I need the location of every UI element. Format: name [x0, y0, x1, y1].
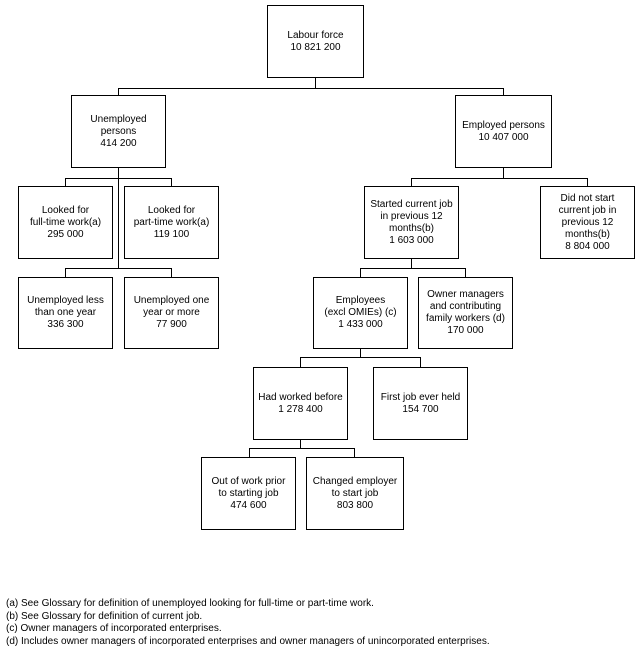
node-label: Looked for — [41, 204, 90, 216]
node-out-of-work-prior: Out of work prior to starting job 474 60… — [201, 457, 296, 530]
footnote-d: (d) Includes owner managers of incorpora… — [6, 635, 490, 647]
node-looked-for-part-time: Looked for part-time work(a) 119 100 — [124, 186, 219, 259]
node-label: previous 12 — [561, 216, 614, 228]
node-label: months(b) — [564, 228, 610, 240]
node-label: full-time work(a) — [29, 216, 102, 228]
node-value: 10 407 000 — [478, 131, 529, 143]
node-value: 295 000 — [47, 228, 84, 240]
node-label: and contributing — [429, 301, 502, 312]
footnote-b: (b) See Glossary for definition of curre… — [6, 610, 203, 622]
node-value: 77 900 — [156, 319, 187, 330]
node-label: Unemployed less — [27, 295, 104, 306]
node-unemployed-less-than-one-year: Unemployed less than one year 336 300 — [18, 277, 113, 349]
node-value: 8 804 000 — [565, 240, 610, 252]
node-label: to start job — [331, 487, 379, 499]
node-label: Employed persons — [462, 119, 545, 131]
node-value: 803 800 — [336, 499, 374, 511]
node-label: Changed employer — [312, 475, 398, 487]
node-label: Looked for — [147, 204, 196, 216]
node-value: 336 300 — [47, 319, 84, 330]
node-employees: Employees (excl OMIEs) (c) 1 433 000 — [313, 277, 408, 349]
node-owner-managers: Owner managers and contributing family w… — [418, 277, 513, 349]
node-label: (excl OMIEs) (c) — [324, 307, 397, 318]
node-label: Out of work prior — [211, 475, 286, 487]
node-label: Did not start — [560, 192, 615, 204]
node-employed-persons: Employed persons 10 407 000 — [455, 95, 552, 168]
node-unemployed-one-year-or-more: Unemployed one year or more 77 900 — [124, 277, 219, 349]
node-value: 414 200 — [100, 137, 137, 149]
footnote-a: (a) See Glossary for definition of unemp… — [6, 598, 374, 609]
node-label: Employees — [335, 295, 386, 306]
footnote-c: (c) Owner managers of incorporated enter… — [6, 623, 222, 634]
node-labour-force: Labour force 10 821 200 — [267, 5, 364, 78]
node-changed-employer: Changed employer to start job 803 800 — [306, 457, 404, 530]
node-label: family workers (d) — [426, 313, 505, 324]
node-value: 1 278 400 — [278, 403, 323, 415]
node-value: 154 700 — [402, 403, 439, 415]
node-looked-for-full-time: Looked for full-time work(a) 295 000 — [18, 186, 113, 259]
node-value: 10 821 200 — [290, 41, 341, 53]
node-label: year or more — [143, 307, 200, 318]
node-started-current-job: Started current job in previous 12 month… — [364, 186, 459, 259]
footnotes: (a) See Glossary for definition of unemp… — [6, 598, 490, 648]
node-value: 119 100 — [153, 228, 190, 240]
node-label: Unemployed — [90, 113, 147, 125]
node-value: 170 000 — [447, 325, 484, 336]
node-label: part-time work(a) — [133, 216, 210, 228]
node-label: than one year — [34, 307, 97, 318]
node-label: Started current job — [370, 198, 453, 210]
node-label: Labour force — [287, 29, 344, 41]
node-value: 474 600 — [230, 499, 267, 511]
node-did-not-start-current-job: Did not start current job in previous 12… — [540, 186, 635, 259]
node-label: Owner managers — [427, 289, 504, 300]
node-label: current job in — [558, 204, 617, 216]
node-label: First job ever held — [380, 391, 461, 403]
node-value: 1 433 000 — [338, 319, 383, 330]
node-label: to starting job — [218, 487, 279, 499]
node-first-job-ever-held: First job ever held 154 700 — [373, 367, 468, 440]
node-label: Unemployed one — [133, 295, 210, 306]
node-label: months(b) — [388, 222, 434, 234]
node-label: in previous 12 — [380, 210, 443, 222]
node-label: persons — [100, 125, 137, 137]
node-had-worked-before: Had worked before 1 278 400 — [253, 367, 348, 440]
node-label: Had worked before — [258, 391, 343, 403]
node-unemployed-persons: Unemployed persons 414 200 — [71, 95, 166, 168]
node-value: 1 603 000 — [389, 234, 434, 246]
